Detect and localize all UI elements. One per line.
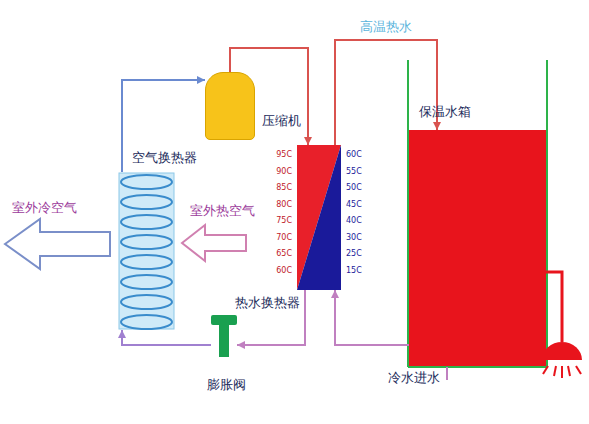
water-heat-exchanger: 热水换热器 — [297, 145, 341, 290]
compressor: 压缩机 — [205, 72, 255, 140]
pipe — [122, 80, 205, 172]
temperature-mark: 40C — [346, 216, 362, 226]
pipe-label: 高温热水 — [358, 19, 414, 35]
air-heat-exchanger: 空气换热器 — [118, 172, 175, 330]
water-tank: 保温水箱 — [409, 130, 546, 366]
temperature-mark: 30C — [346, 233, 362, 243]
temperature-mark: 90C — [276, 167, 292, 177]
temperature-mark: 60C — [276, 266, 292, 276]
annotation: 室外冷空气 — [12, 200, 77, 216]
temperature-mark: 50C — [346, 183, 362, 193]
tank-wall — [408, 60, 547, 367]
temperature-mark: 45C — [346, 200, 362, 210]
hot-air-arrow — [182, 225, 246, 261]
temperature-mark: 70C — [276, 233, 292, 243]
temperature-mark: 60C — [346, 150, 362, 160]
pipe — [335, 290, 409, 345]
annotation: 冷水进水 — [388, 370, 440, 386]
temperature-mark: 55C — [346, 167, 362, 177]
shower — [542, 272, 582, 378]
temperature-mark: 80C — [276, 200, 292, 210]
temperature-mark: 95C — [276, 150, 292, 160]
part-label: 热水换热器 — [235, 295, 300, 311]
annotation: 室外热空气 — [190, 203, 255, 219]
temperature-mark: 25C — [346, 249, 362, 259]
temperature-mark: 85C — [276, 183, 292, 193]
part-label: 空气换热器 — [132, 150, 197, 166]
expansion-valve-shape — [211, 315, 237, 357]
temperature-mark: 75C — [276, 216, 292, 226]
temperature-mark: 65C — [276, 249, 292, 259]
part-label: 压缩机 — [262, 113, 301, 129]
temperature-mark: 15C — [346, 266, 362, 276]
cold-water-stub — [446, 367, 448, 380]
expansion-valve: 膨胀阀 — [211, 315, 237, 357]
water-heat-exchanger-shape — [297, 145, 341, 290]
part-label: 保温水箱 — [419, 104, 471, 120]
part-label: 膨胀阀 — [207, 377, 246, 393]
pipe — [122, 330, 211, 345]
air-heat-exchanger-shape — [118, 172, 175, 330]
cold-air-arrow — [5, 219, 110, 269]
